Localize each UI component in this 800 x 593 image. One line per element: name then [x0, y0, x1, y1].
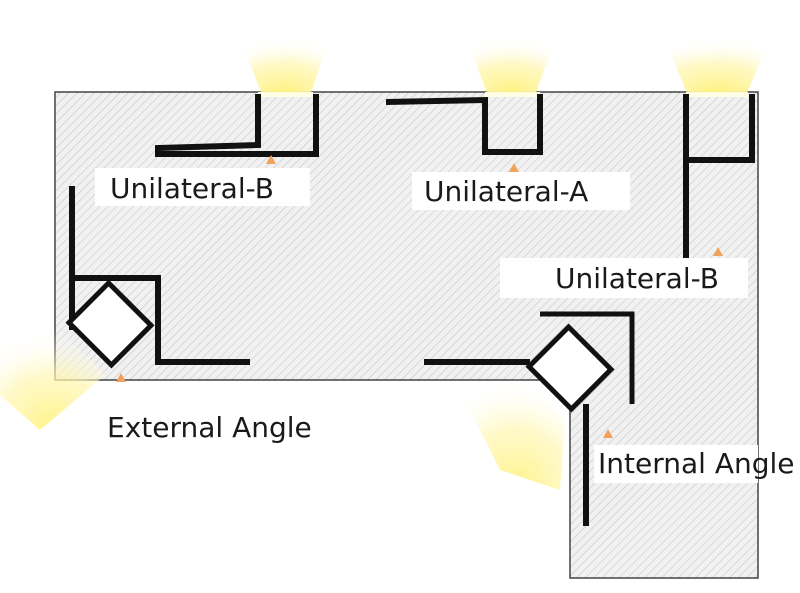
label-unilateral-b-top: Unilateral-B [110, 172, 274, 205]
profile-unilateral-a-top [385, 92, 543, 155]
marker-triangle [603, 429, 613, 438]
label-strip [412, 172, 630, 210]
label-strip [95, 168, 310, 206]
marker-triangle [116, 373, 126, 382]
profile-internal-angle [424, 311, 635, 526]
marker-triangle [713, 247, 723, 256]
light-beam [664, 38, 770, 95]
label-external-angle: External Angle [107, 411, 312, 444]
label-strip [594, 445, 758, 483]
light-beam [240, 38, 330, 95]
marker-triangle [266, 155, 276, 164]
label-strip [500, 258, 748, 298]
light-beam [466, 38, 556, 95]
label-internal-angle: Internal Angle [598, 447, 795, 480]
light-beam [0, 330, 105, 430]
label-unilateral-a-top: Unilateral-A [424, 175, 588, 208]
profile-unilateral-b-top [155, 92, 319, 157]
label-unilateral-b-right: Unilateral-B [555, 262, 719, 295]
profile-unilateral-b-corner [683, 92, 755, 258]
light-beam [465, 378, 565, 490]
marker-triangle [509, 163, 519, 172]
profile-external-angle [65, 186, 250, 369]
